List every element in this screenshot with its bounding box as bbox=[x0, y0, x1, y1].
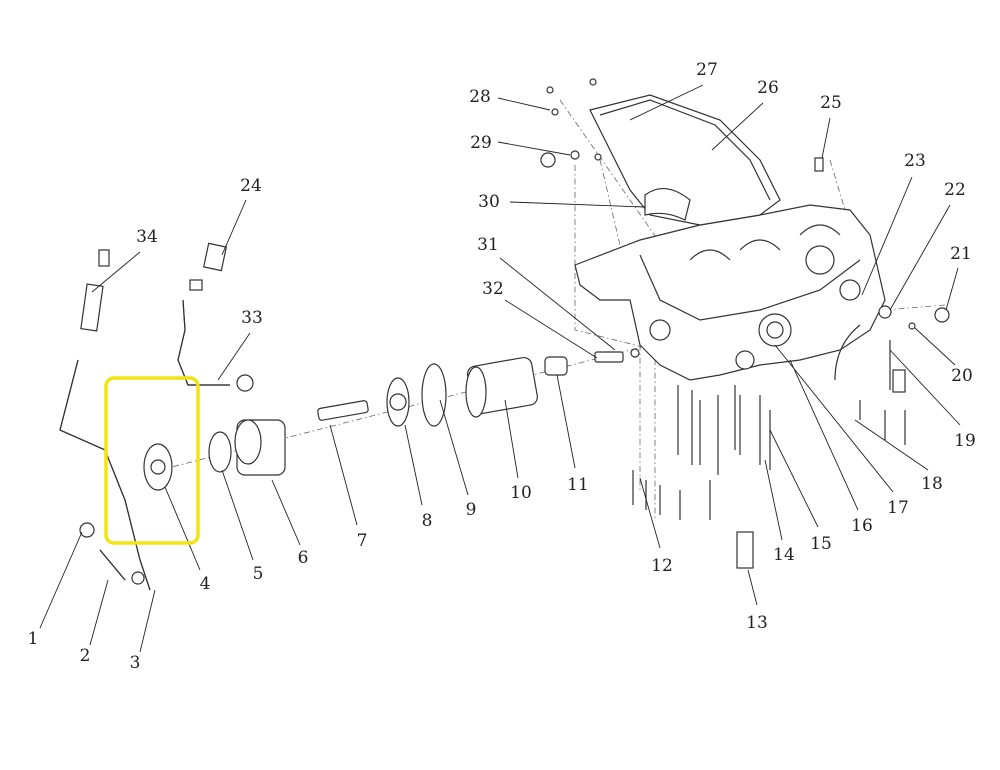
callout-29: 29 bbox=[470, 133, 492, 153]
crankcase bbox=[574, 204, 886, 381]
callout-3: 3 bbox=[130, 653, 141, 673]
callout-27: 27 bbox=[696, 60, 718, 80]
callout-15: 15 bbox=[810, 534, 832, 554]
highlight-box-part-4 bbox=[104, 376, 200, 545]
callout-22: 22 bbox=[944, 180, 966, 200]
callout-8: 8 bbox=[422, 511, 433, 531]
callout-16: 16 bbox=[851, 516, 873, 536]
top-bolts bbox=[546, 78, 950, 330]
callout-31: 31 bbox=[477, 235, 499, 255]
callout-32: 32 bbox=[482, 279, 504, 299]
callout-1: 1 bbox=[28, 629, 39, 649]
callout-30: 30 bbox=[478, 192, 500, 212]
oil-pipes bbox=[59, 242, 254, 591]
callout-10: 10 bbox=[510, 483, 532, 503]
callout-19: 19 bbox=[954, 431, 976, 451]
callout-9: 9 bbox=[466, 500, 477, 520]
callout-24: 24 bbox=[240, 176, 262, 196]
callout-34: 34 bbox=[136, 227, 158, 247]
crankcase-bolts bbox=[632, 324, 906, 569]
callout-28: 28 bbox=[469, 87, 491, 107]
callout-25: 25 bbox=[820, 93, 842, 113]
leader-lines bbox=[39, 84, 961, 653]
callout-4: 4 bbox=[200, 574, 211, 594]
callout-33: 33 bbox=[241, 308, 263, 328]
callout-26: 26 bbox=[757, 78, 779, 98]
callout-21: 21 bbox=[950, 244, 972, 264]
callout-7: 7 bbox=[357, 531, 368, 551]
callout-18: 18 bbox=[921, 474, 943, 494]
callout-13: 13 bbox=[746, 613, 768, 633]
callout-17: 17 bbox=[887, 498, 909, 518]
upper-cover bbox=[540, 94, 781, 226]
callout-6: 6 bbox=[298, 548, 309, 568]
callout-2: 2 bbox=[80, 646, 91, 666]
callout-14: 14 bbox=[773, 545, 795, 565]
callout-5: 5 bbox=[253, 564, 264, 584]
callout-20: 20 bbox=[951, 366, 973, 386]
callout-23: 23 bbox=[904, 151, 926, 171]
oil-filter-group bbox=[143, 348, 640, 491]
callout-12: 12 bbox=[651, 556, 673, 576]
callout-11: 11 bbox=[567, 475, 589, 495]
